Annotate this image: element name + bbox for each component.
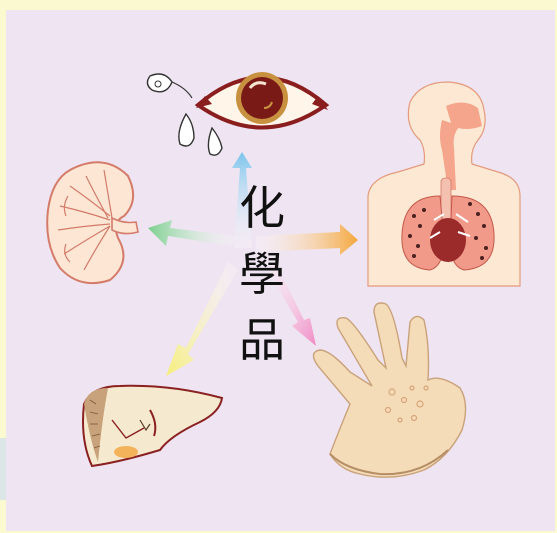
kidney-icon [47, 162, 138, 283]
respiratory-system-icon [368, 82, 520, 286]
hand-rash-icon [313, 303, 465, 477]
title-char-hua: 化 [232, 180, 292, 236]
arrow-left [148, 220, 236, 246]
arrow-down-left [166, 262, 238, 376]
title-char-xue: 學 [232, 246, 292, 302]
title-char-pin: 品 [232, 312, 292, 368]
eye-tears-icon [147, 72, 328, 155]
liver-icon [83, 386, 222, 466]
